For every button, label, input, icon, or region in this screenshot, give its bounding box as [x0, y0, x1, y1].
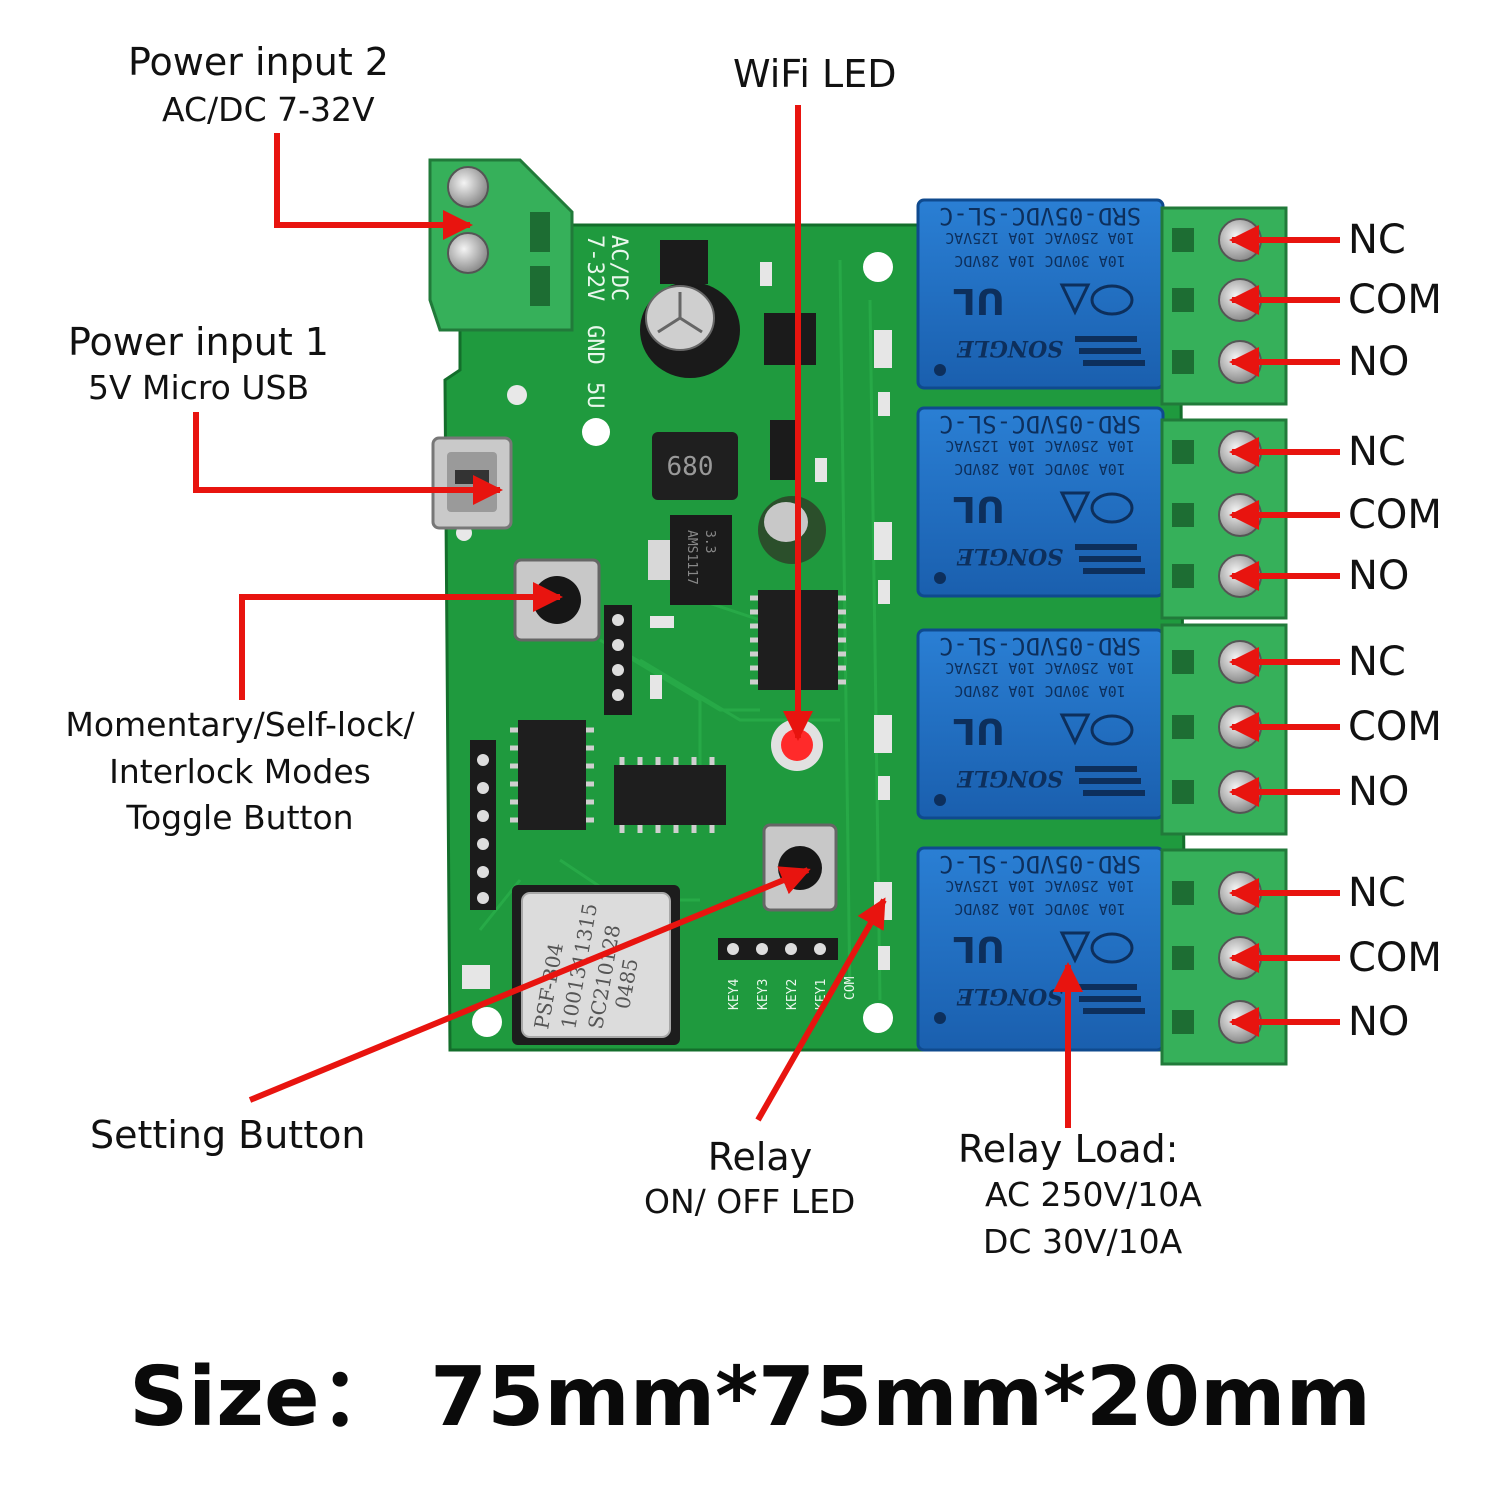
- label-setting-button: Setting Button: [90, 1113, 366, 1157]
- power-input-2-terminal: [428, 158, 574, 332]
- ul-logo-icon: UL: [953, 710, 1005, 751]
- label-power-input-1: Power input 1: [68, 320, 329, 364]
- svg-text:3.3: 3.3: [702, 530, 717, 553]
- arrow-power-input-2: [274, 133, 473, 240]
- terminal-label: NO: [1348, 769, 1410, 815]
- label-relay-load-ac: AC 250V/10A: [985, 1175, 1202, 1214]
- size-caption: Size： 75mm*75mm*20mm: [129, 1350, 1371, 1445]
- label-wifi-led: WiFi LED: [733, 52, 897, 96]
- cqc-logo-icon: [1090, 284, 1134, 316]
- silk-key3: KEY3: [756, 979, 771, 1010]
- label-toggle-line1: Momentary/Self-lock/: [65, 705, 415, 744]
- relay-marking: SRD-05VDC-SL-C: [939, 410, 1141, 438]
- setting-button[interactable]: [762, 823, 838, 912]
- terminal-label: NO: [1348, 553, 1410, 599]
- pin-header: [470, 740, 496, 910]
- inductor: 680: [652, 432, 738, 500]
- label-relay-led: ON/ OFF LED: [644, 1182, 856, 1221]
- terminal-label: NO: [1348, 339, 1410, 385]
- callout-arrows: [193, 105, 1083, 1128]
- silk-5v: 5U: [582, 382, 607, 409]
- terminal-label: COM: [1348, 492, 1442, 538]
- screw-icon: [447, 166, 489, 208]
- mount-hole: [863, 1003, 893, 1033]
- silk-voltage: 7-32V: [582, 235, 607, 301]
- songle-logo: SONGLE: [956, 765, 1063, 791]
- terminal-label: NC: [1348, 639, 1406, 685]
- songle-logo: SONGLE: [956, 983, 1063, 1009]
- arrow-relay-led: [755, 897, 887, 1122]
- relay-marking: SRD-05VDC-SL-C: [939, 632, 1141, 660]
- relay-marking: 10A 250VAC 10A 125VAC: [945, 437, 1135, 455]
- screw-icon: [447, 232, 489, 274]
- label-relay-load: Relay Load:: [958, 1127, 1179, 1171]
- micro-usb-port: [431, 436, 513, 530]
- triangle-mark-icon: [1059, 713, 1091, 746]
- terminal-label: COM: [1348, 935, 1442, 981]
- silk-acdc: AC/DC: [606, 235, 631, 301]
- capacitor-small: [758, 496, 826, 564]
- silk-gnd: GND: [582, 325, 607, 365]
- relay-marking: 10A 250VAC 10A 125VAC: [945, 877, 1135, 895]
- terminal-label: NC: [1348, 870, 1406, 916]
- wifi-module: PSF-B04 1001311315 SC210128 0485: [512, 885, 680, 1045]
- label-toggle-line2: Interlock Modes: [109, 752, 371, 791]
- triangle-mark-icon: [1059, 491, 1091, 524]
- label-power-input-1-spec: 5V Micro USB: [88, 368, 310, 407]
- regulator-chip: [660, 240, 708, 284]
- pin-header: [604, 605, 632, 715]
- chip: [764, 313, 816, 365]
- terminal-label: NC: [1348, 217, 1406, 263]
- terminal-label: NC: [1348, 429, 1406, 475]
- label-relay-load-dc: DC 30V/10A: [983, 1222, 1183, 1261]
- ams1117-regulator: AMS1117 3.3: [648, 515, 732, 605]
- relay-marking: 10A 250VAC 10A 125VAC: [945, 659, 1135, 677]
- cqc-logo-icon: [1090, 492, 1134, 524]
- relay-marking: SRD-05VDC-SL-C: [939, 202, 1141, 230]
- ul-logo-icon: UL: [953, 488, 1005, 529]
- terminal-label: COM: [1348, 704, 1442, 750]
- mount-hole: [582, 418, 610, 446]
- triangle-mark-icon: [1059, 931, 1091, 964]
- ul-logo-icon: UL: [953, 280, 1005, 321]
- ul-logo-icon: UL: [953, 928, 1005, 969]
- silk-key4: KEY4: [727, 979, 742, 1010]
- key-header: [718, 938, 838, 960]
- chip: [770, 420, 798, 480]
- relay-marking: 10A 30VDC 10A 28VDC: [954, 682, 1126, 700]
- songle-logo: SONGLE: [956, 543, 1063, 569]
- silk-key2: KEY2: [785, 979, 800, 1010]
- arrow-setting-button: [248, 866, 811, 1103]
- electrolytic-capacitor: [640, 282, 740, 378]
- terminal-label: NO: [1348, 999, 1410, 1045]
- mount-hole: [863, 252, 893, 282]
- cqc-logo-icon: [1090, 714, 1134, 746]
- relay-marking: 10A 30VDC 10A 28VDC: [954, 460, 1126, 478]
- arrow-toggle-button: [239, 582, 563, 700]
- arrow-power-input-1: [193, 412, 503, 505]
- cqc-logo-icon: [1090, 932, 1134, 964]
- triangle-mark-icon: [1059, 283, 1091, 316]
- svg-text:680: 680: [667, 452, 714, 482]
- songle-logo: SONGLE: [956, 335, 1063, 361]
- label-toggle-line3: Toggle Button: [126, 798, 354, 837]
- silk-com: COM: [843, 976, 858, 1000]
- svg-text:AMS1117: AMS1117: [684, 530, 699, 585]
- relay-marking: 10A 30VDC 10A 28VDC: [954, 900, 1126, 918]
- label-power-input-2: Power input 2: [128, 40, 389, 84]
- terminal-label: COM: [1348, 277, 1442, 323]
- label-relay: Relay: [707, 1135, 813, 1179]
- label-power-input-2-spec: AC/DC 7-32V: [162, 90, 375, 129]
- relay-marking: SRD-05VDC-SL-C: [939, 850, 1141, 878]
- relay-marking: 10A 250VAC 10A 125VAC: [945, 229, 1135, 247]
- mount-hole: [472, 1007, 502, 1037]
- relay-marking: 10A 30VDC 10A 28VDC: [954, 252, 1126, 270]
